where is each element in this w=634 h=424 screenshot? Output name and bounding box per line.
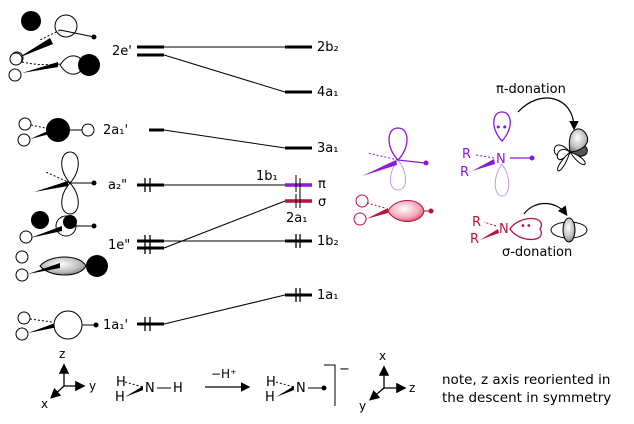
level-2e-prime: 2e' [112, 44, 164, 59]
nh2-h-bottom: H [265, 390, 275, 405]
nh3-h-right: H [173, 381, 183, 396]
nh2-n: N [296, 381, 306, 396]
level-2a1-prime: 2a₁' [103, 123, 164, 138]
pi-r-bottom: R [460, 165, 469, 180]
orbital-sketch-pi [362, 127, 429, 191]
pi-donation-label: π-donation [496, 82, 566, 97]
pi-lone-pair: •• [495, 121, 508, 134]
level-3a1: 3a₁ [285, 141, 338, 156]
nh2-h-top: H [266, 375, 276, 390]
note-line-2: the descent in symmetry [442, 390, 611, 406]
note-line-1: note, z axis reoriented in [442, 372, 610, 388]
label-3a1: 3a₁ [317, 141, 338, 156]
orbital-sketch-sigma [353, 194, 434, 226]
level-1b2: 1b₂ [285, 234, 339, 249]
label-1e-doubleprime: 1e" [108, 238, 130, 253]
orbital-sketch-2a1 [17, 117, 95, 147]
nh3-h-top: H [116, 375, 126, 390]
pi-r-top: R [462, 147, 471, 162]
label-1b1: 1b₁ [256, 169, 278, 184]
tag-pi: π [318, 177, 326, 192]
label-2a1: 2a₁ [286, 211, 307, 226]
reaction-arrow: −H⁺ [205, 367, 251, 392]
nh3-n: N [145, 381, 155, 396]
sigma-donation-label: σ-donation [502, 245, 572, 260]
axis-x-left: x [41, 397, 48, 411]
level-4a1: 4a₁ [285, 85, 338, 100]
label-2b2: 2b₂ [317, 40, 339, 55]
axis-y-left: y [89, 379, 96, 393]
axis-z-left: z [59, 347, 65, 361]
tag-sigma: σ [318, 195, 326, 210]
pi-donation-diagram: π-donation •• N R R [460, 82, 588, 197]
nh3-structure: H H N H [115, 375, 183, 405]
pi-n-label: N [496, 152, 506, 167]
level-1a1-prime: 1a₁' [103, 317, 164, 333]
sigma-r-top: R [472, 215, 481, 230]
label-1a1: 1a₁ [317, 288, 338, 303]
left-levels: 2e' 2a₁' a₂" 1e" 1a₁' [103, 44, 164, 333]
reaction-label: −H⁺ [211, 367, 236, 381]
axis-z-right: z [409, 381, 415, 395]
sigma-r-bottom: R [470, 232, 479, 247]
orbital-sketch-1e-b [15, 250, 108, 282]
nh2-structure: H H N − [265, 362, 350, 406]
axis-x-right: x [379, 349, 386, 363]
sigma-lone-pair: •• [520, 221, 532, 232]
sigma-n-label: N [499, 222, 509, 237]
level-1b1: 1b₁ π [256, 169, 326, 195]
label-1b2: 1b₂ [317, 234, 339, 249]
sigma-donation-diagram: σ-donation R R N •• [470, 202, 588, 260]
orbital-sketch-2e-b [8, 52, 100, 82]
label-a2-doubleprime: a₂" [108, 178, 127, 193]
label-4a1: 4a₁ [317, 85, 338, 100]
label-2a1-prime: 2a₁' [103, 123, 128, 138]
level-1e-doubleprime: 1e" [108, 235, 164, 254]
orbital-sketch-1a1 [15, 310, 99, 341]
axis-y-right: y [359, 399, 366, 413]
label-2e-prime: 2e' [112, 44, 132, 59]
note-text: note, z axis reoriented in the descent i… [442, 372, 611, 406]
nh2-charge: − [339, 362, 350, 377]
level-a2-doubleprime: a₂" [108, 178, 164, 193]
nh3-h-bottom: H [115, 390, 125, 405]
axes-left: z y x [41, 347, 96, 411]
correlation-lines [163, 46, 286, 325]
level-2a1: 2a₁ σ [285, 194, 326, 226]
right-levels: 2b₂ 4a₁ 3a₁ 1b₁ π 2a₁ σ 1b₂ [256, 40, 339, 303]
orbital-sketch-1e [19, 211, 97, 244]
orbital-sketch-a2 [34, 151, 97, 215]
axes-right: x z y [359, 349, 415, 413]
level-2b2: 2b₂ [285, 40, 339, 55]
label-1a1-prime: 1a₁' [103, 318, 128, 333]
level-1a1: 1a₁ [285, 288, 338, 303]
